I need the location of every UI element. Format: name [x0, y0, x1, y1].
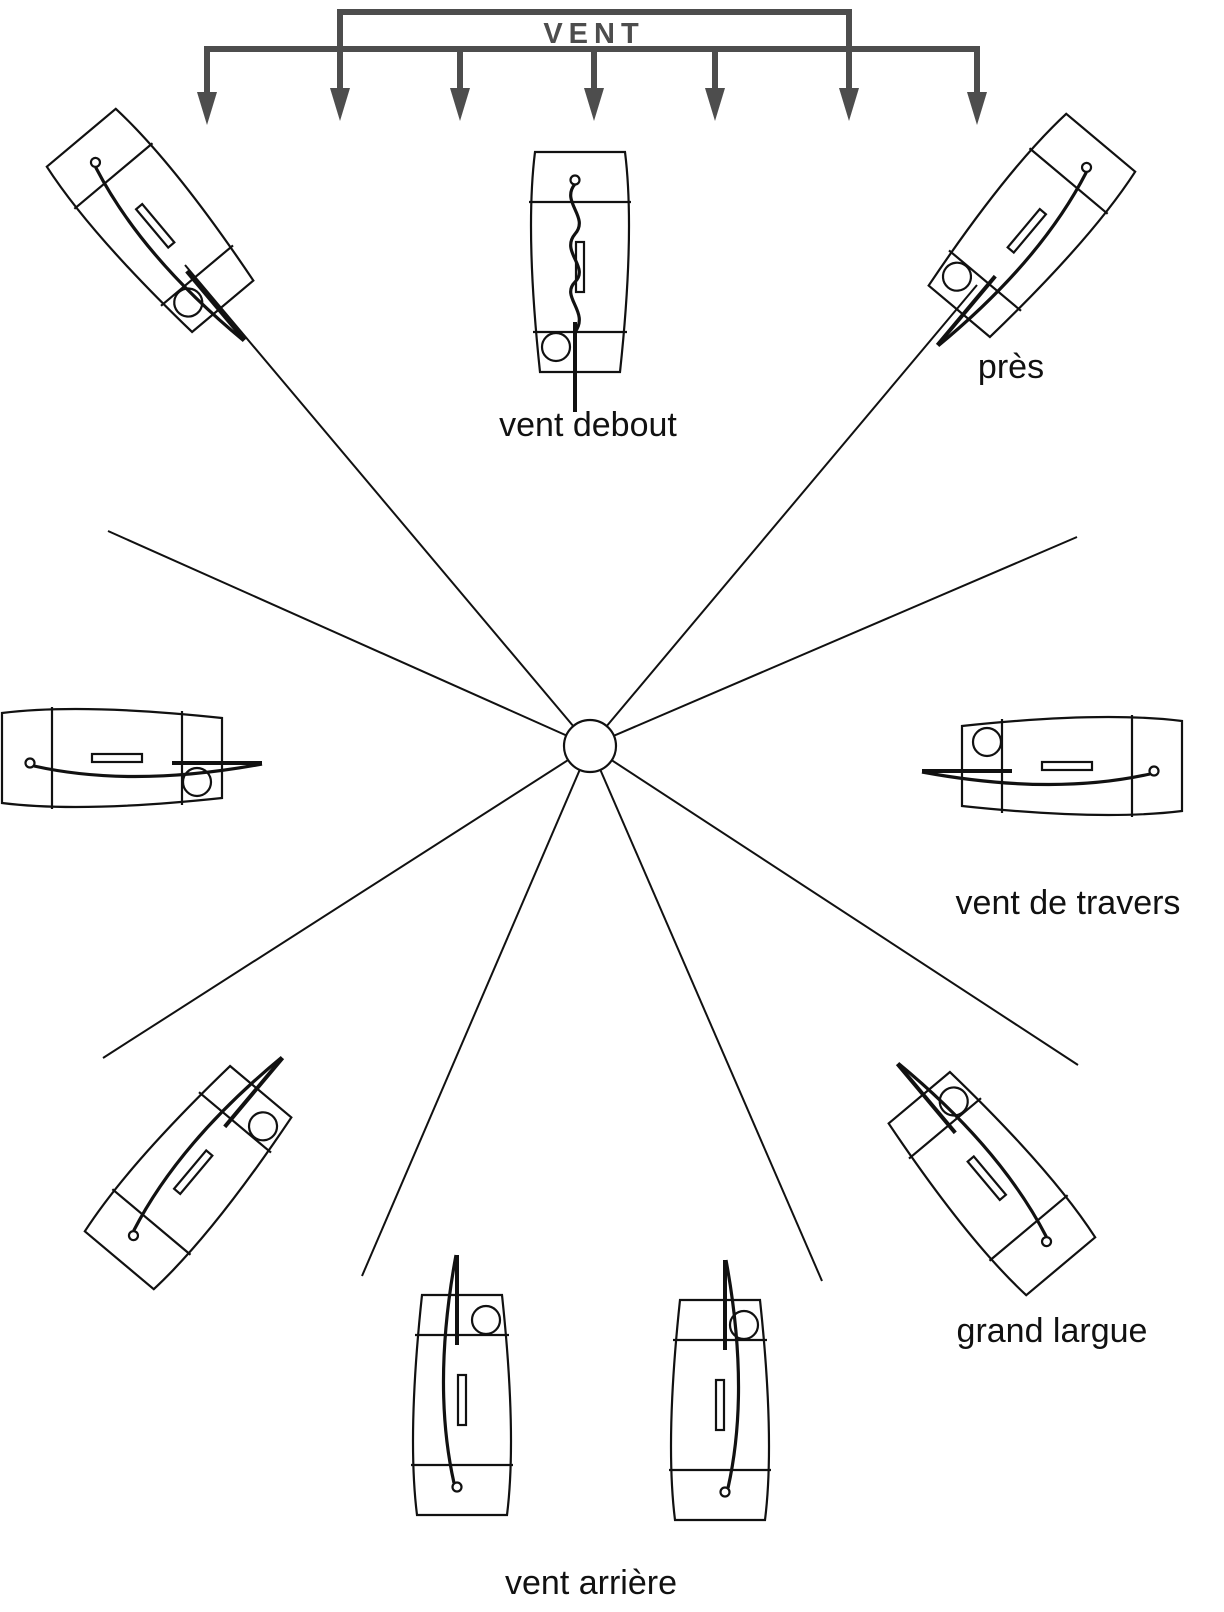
- wind-arrow-6: [839, 88, 859, 121]
- label-head-to-wind: vent debout: [499, 406, 677, 444]
- wind-title: VENT: [543, 18, 644, 50]
- boat-beam-reach-right: [920, 713, 1184, 819]
- wind-arrow-7: [967, 92, 987, 125]
- ray-running-left: [361, 745, 591, 1277]
- boat-close-hauled-right: [919, 108, 1141, 356]
- ray-upper-left: [107, 530, 591, 747]
- boat-broad-reach-left: [79, 1047, 301, 1295]
- boat-close-hauled-left: [41, 103, 263, 351]
- wind-arrowheads: [197, 88, 987, 125]
- ray-upper-right: [589, 536, 1078, 747]
- label-running: vent arrière: [505, 1564, 677, 1602]
- label-broad-reach: grand largue: [957, 1312, 1148, 1350]
- label-beam-reach: vent de travers: [956, 884, 1181, 922]
- wind-arrow-2: [330, 88, 350, 121]
- boat-broad-reach-right: [879, 1053, 1101, 1301]
- boat-running-right: [667, 1258, 773, 1522]
- wind-bracket: [204, 9, 980, 106]
- label-close-hauled: près: [978, 348, 1044, 386]
- boat-beam-reach-left: [0, 705, 264, 811]
- boat-head-to-wind: [527, 150, 633, 414]
- ray-lower-right: [589, 745, 1079, 1066]
- ray-running-right: [589, 745, 823, 1282]
- wind-indicator: VENT: [197, 9, 987, 125]
- wind-arrow-4: [584, 88, 604, 121]
- ray-lower-left: [102, 745, 591, 1059]
- pivot-circle: [562, 718, 618, 774]
- wind-arrow-1: [197, 92, 217, 125]
- wind-arrow-3: [450, 88, 470, 121]
- heading-rays: [102, 264, 1079, 1282]
- boat-running-left: [409, 1253, 515, 1517]
- ray-close-hauled-right: [589, 284, 978, 747]
- wind-arrow-5: [705, 88, 725, 121]
- ray-close-hauled-left: [184, 264, 591, 747]
